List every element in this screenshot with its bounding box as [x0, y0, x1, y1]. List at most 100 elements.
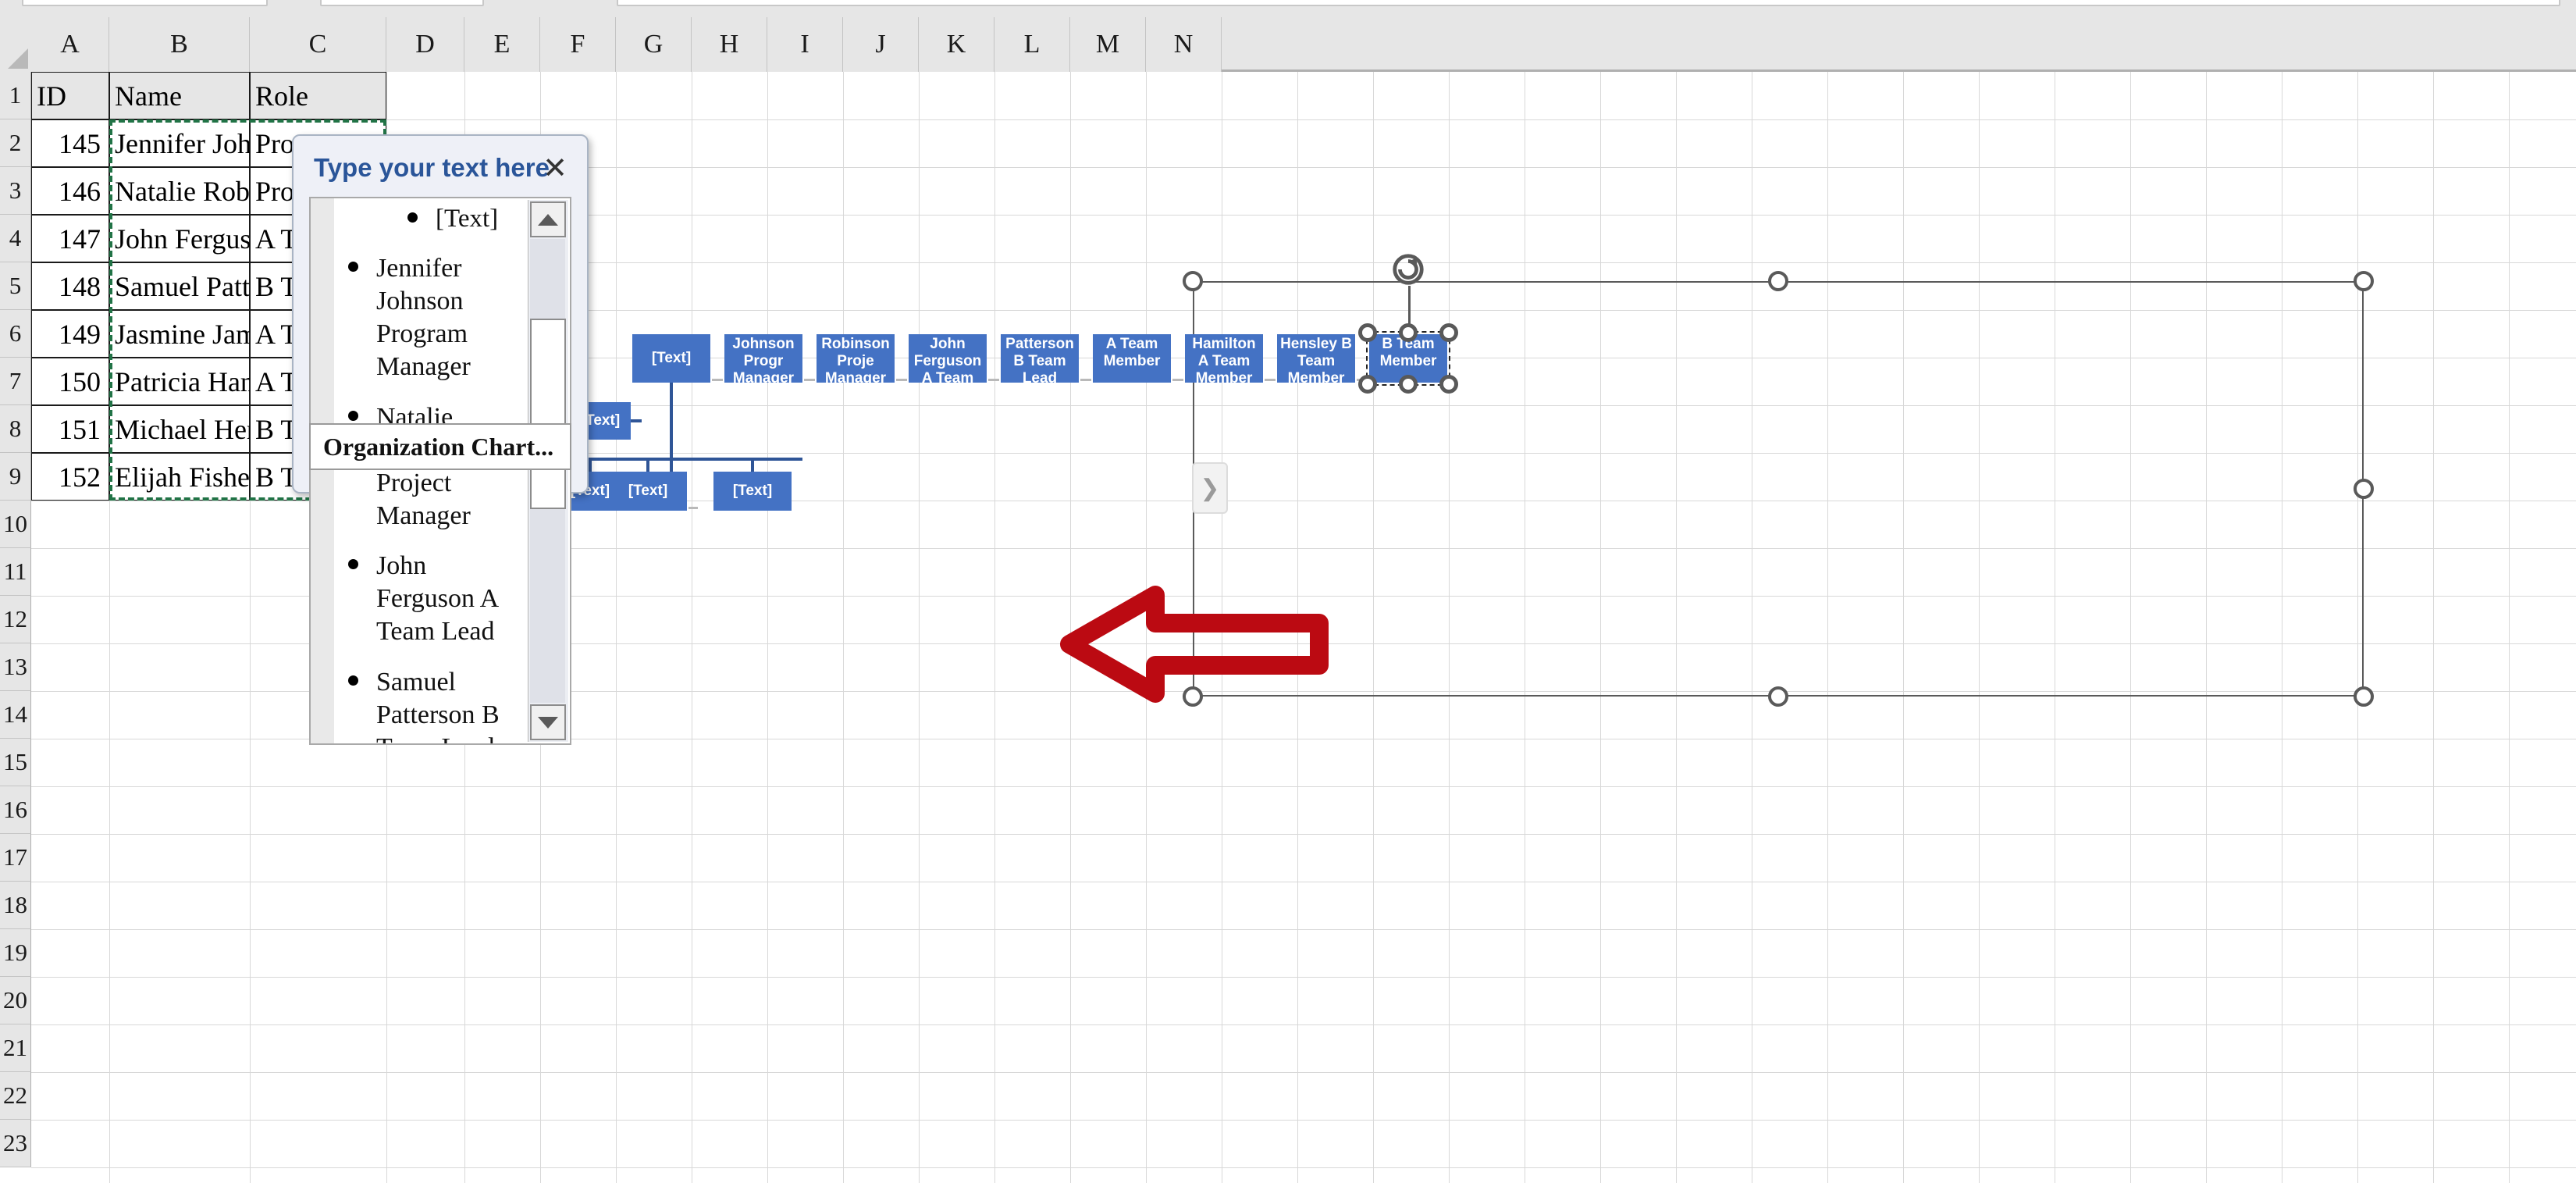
column-header-K[interactable]: K	[919, 17, 994, 72]
column-header-M[interactable]: M	[1070, 17, 1146, 72]
layout-name-label[interactable]: Organization Chart...	[309, 423, 571, 470]
table-cell-name[interactable]: Jasmine James	[109, 310, 281, 358]
text-pane-title: Type your text here	[314, 153, 550, 182]
text-pane-item[interactable]: John Ferguson A Team Lead	[342, 550, 501, 648]
node-handle-top-center[interactable]	[1399, 323, 1418, 342]
table-cell-id[interactable]: 146	[31, 167, 109, 215]
text-pane-item[interactable]: Jennifer Johnson Program Manager	[342, 252, 501, 384]
column-header-A[interactable]: A	[31, 17, 109, 72]
row-header-4[interactable]: 4	[0, 215, 31, 262]
smartart-text-pane-dialog[interactable]: Type your text here ✕ [Text] Jennifer Joh…	[292, 134, 589, 745]
frame-handle-top-left[interactable]	[1183, 271, 1203, 291]
table-cell-name[interactable]: Jennifer Johnson	[109, 119, 304, 167]
rotate-handle-icon[interactable]	[1390, 251, 1426, 287]
table-cell-name[interactable]: Michael Hensley	[109, 405, 306, 453]
table-cell-name[interactable]: Samuel Patterson	[109, 262, 311, 310]
row-header-3[interactable]: 3	[0, 167, 31, 215]
table-header-cell[interactable]: Name	[109, 72, 250, 119]
table-cell-id[interactable]: 152	[31, 453, 109, 501]
column-header-I[interactable]: I	[767, 17, 843, 72]
row-header-18[interactable]: 18	[0, 882, 31, 929]
row-header-21[interactable]: 21	[0, 1024, 31, 1072]
smartart-node-bottom[interactable]: [Text]	[609, 472, 687, 511]
node-handle-bottom-center[interactable]	[1399, 375, 1418, 394]
row-header-17[interactable]: 17	[0, 834, 31, 882]
table-cell-name[interactable]: Patricia Hamilton	[109, 358, 314, 405]
frame-handle-bottom-right[interactable]	[2354, 686, 2374, 707]
column-header-J[interactable]: J	[843, 17, 919, 72]
ribbon-control-1[interactable]	[22, 0, 268, 6]
row-header-1[interactable]: 1	[0, 72, 31, 119]
row-header-15[interactable]: 15	[0, 739, 31, 786]
node-handle-bottom-right[interactable]	[1439, 375, 1458, 394]
row-header-13[interactable]: 13	[0, 643, 31, 691]
frame-handle-bottom-center[interactable]	[1768, 686, 1788, 707]
table-header-cell[interactable]: ID	[31, 72, 109, 119]
table-cell-id[interactable]: 145	[31, 119, 109, 167]
row-header-6[interactable]: 6	[0, 310, 31, 358]
row-header-22[interactable]: 22	[0, 1072, 31, 1120]
table-cell-id[interactable]: 149	[31, 310, 109, 358]
column-header-C[interactable]: C	[250, 17, 386, 72]
scrollbar-thumb[interactable]	[530, 319, 566, 509]
column-header-H[interactable]: H	[692, 17, 767, 72]
table-header-cell[interactable]: Role	[250, 72, 386, 119]
formula-bar[interactable]	[617, 0, 2560, 6]
row-header-19[interactable]: 19	[0, 929, 31, 977]
frame-handle-middle-right[interactable]	[2354, 479, 2374, 499]
smartart-node[interactable]: [Text]	[632, 334, 710, 383]
row-header-23[interactable]: 23	[0, 1120, 31, 1167]
smartart-node-label: A Team Member	[1103, 336, 1161, 369]
row-header-20[interactable]: 20	[0, 977, 31, 1024]
smartart-node[interactable]: Patterson B Team Lead	[1001, 334, 1079, 383]
row-header-14[interactable]: 14	[0, 691, 31, 739]
frame-handle-top-center[interactable]	[1768, 271, 1788, 291]
node-handle-top-left[interactable]	[1358, 323, 1377, 342]
row-header-16[interactable]: 16	[0, 786, 31, 834]
row-header-8[interactable]: 8	[0, 405, 31, 453]
text-pane-item[interactable]: Samuel Patterson B Team Lead	[342, 666, 501, 743]
column-header-E[interactable]: E	[464, 17, 540, 72]
table-cell-id[interactable]: 147	[31, 215, 109, 262]
node-handle-top-right[interactable]	[1439, 323, 1458, 342]
row-header-12[interactable]: 12	[0, 596, 31, 643]
column-header-G[interactable]: G	[616, 17, 692, 72]
frame-handle-bottom-left[interactable]	[1183, 686, 1203, 707]
frame-handle-top-right[interactable]	[2354, 271, 2374, 291]
row-header-11[interactable]: 11	[0, 548, 31, 596]
ribbon-control-2[interactable]	[320, 0, 484, 6]
column-header-L[interactable]: L	[994, 17, 1070, 72]
table-cell-name[interactable]: Natalie Robinson	[109, 167, 311, 215]
smartart-node[interactable]: Hensley B Team Member	[1277, 334, 1355, 383]
smartart-node[interactable]: A Team Member	[1093, 334, 1171, 383]
smartart-node[interactable]: Robinson Proje Manager	[817, 334, 895, 383]
smartart-node-bottom[interactable]: [Text]	[713, 472, 792, 511]
column-header-D[interactable]: D	[386, 17, 464, 72]
table-cell-id[interactable]: 150	[31, 358, 109, 405]
column-header-F[interactable]: F	[540, 17, 616, 72]
table-cell-id[interactable]: 148	[31, 262, 109, 310]
table-cell-id[interactable]: 151	[31, 405, 109, 453]
table-cell-name[interactable]: John Ferguson	[109, 215, 279, 262]
scroll-up-button[interactable]	[530, 201, 566, 237]
text-pane-item[interactable]: [Text]	[342, 203, 501, 235]
row-header-9[interactable]: 9	[0, 453, 31, 501]
column-header-B[interactable]: B	[109, 17, 250, 72]
close-icon[interactable]: ✕	[543, 151, 568, 185]
select-all-corner[interactable]	[0, 17, 31, 72]
column-header-N[interactable]: N	[1146, 17, 1222, 72]
row-header-10[interactable]: 10	[0, 501, 31, 548]
row-header-5[interactable]: 5	[0, 262, 31, 310]
text-pane-scrollbar[interactable]	[528, 200, 568, 742]
node-handle-bottom-left[interactable]	[1358, 375, 1377, 394]
smartart-node-selected[interactable]: B Team Member	[1369, 334, 1447, 383]
smartart-node[interactable]: Hamilton A Team Member	[1185, 334, 1263, 383]
smartart-node[interactable]: Johnson Progr Manager	[724, 334, 802, 383]
row-header-2[interactable]: 2	[0, 119, 31, 167]
row-header-7[interactable]: 7	[0, 358, 31, 405]
text-pane-toggle-button[interactable]: ❯	[1192, 462, 1228, 514]
scroll-down-button[interactable]	[530, 704, 566, 740]
table-cell-name[interactable]: Elijah Fisher	[109, 453, 259, 501]
smartart-node[interactable]: John Ferguson A Team Lead	[909, 334, 987, 383]
